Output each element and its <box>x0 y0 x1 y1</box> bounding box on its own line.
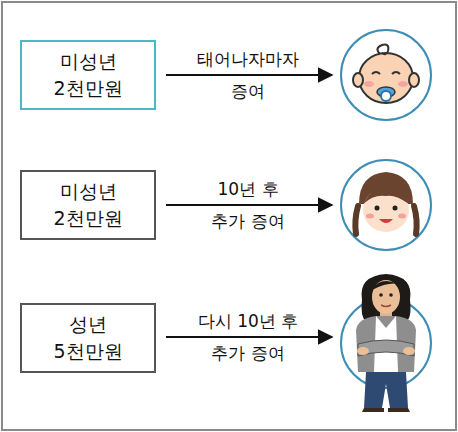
arrow-line <box>166 74 332 76</box>
amount-box: 성년 5천만원 <box>20 303 156 373</box>
amount-text: 미성년 2천만원 <box>46 48 130 101</box>
amount-text: 성년 5천만원 <box>46 311 130 364</box>
arrow-label: 태어나자마자 증여 <box>185 43 311 107</box>
arrow-line <box>166 336 332 338</box>
baby-icon <box>341 30 431 120</box>
arrow-label: 다시 10년 후 추가 증여 <box>185 305 311 369</box>
amount-box: 미성년 2천만원 <box>20 40 156 110</box>
girl-icon <box>341 160 431 250</box>
arrow-line <box>166 204 332 206</box>
amount-box: 미성년 2천만원 <box>20 170 156 240</box>
amount-text: 미성년 2천만원 <box>46 178 130 231</box>
arrow-label: 10년 후 추가 증여 <box>202 173 294 237</box>
woman-icon <box>341 274 431 412</box>
